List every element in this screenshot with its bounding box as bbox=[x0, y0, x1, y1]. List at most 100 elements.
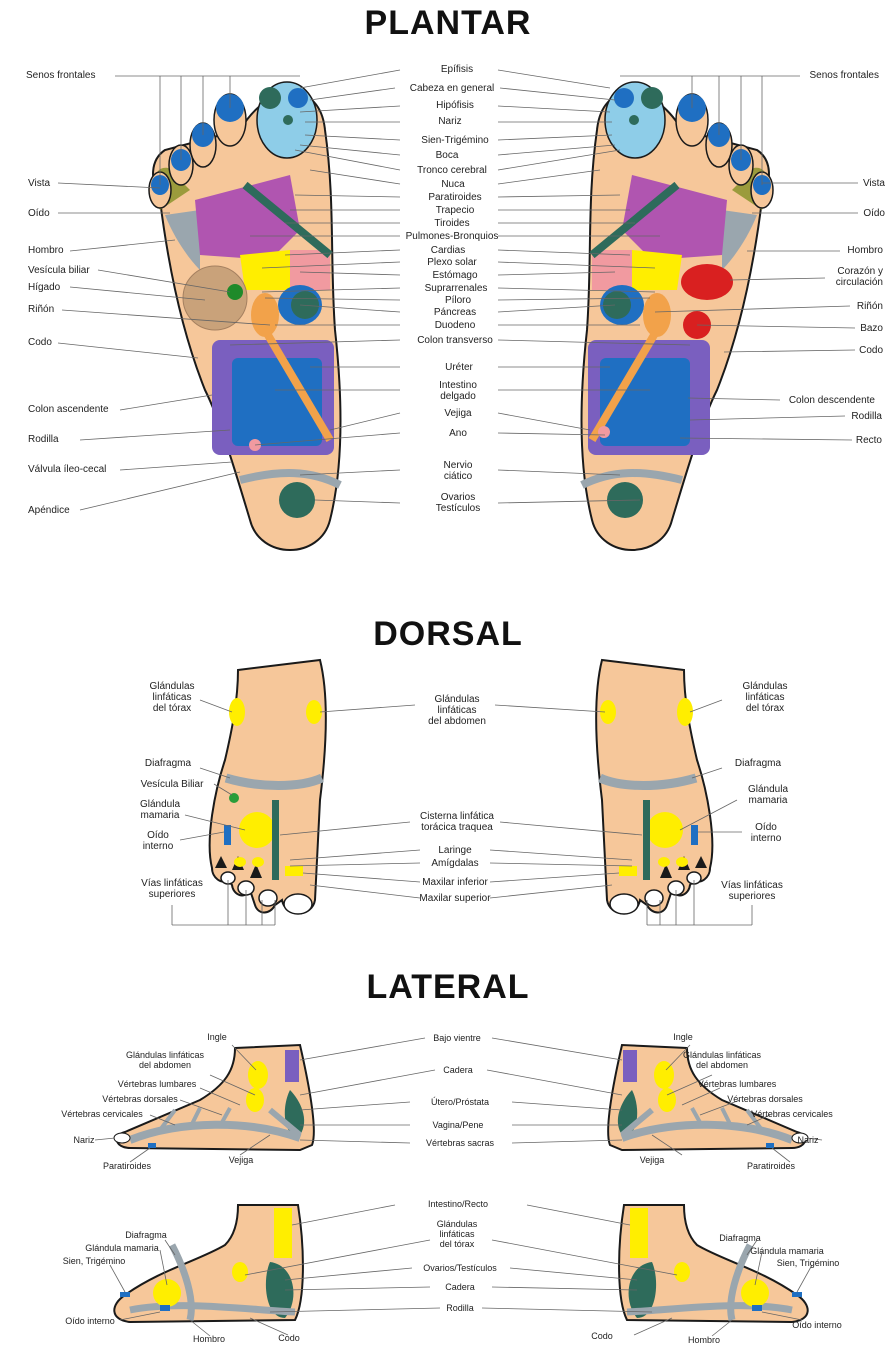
label-dorsal-maxilar-superior: Maxilar superior bbox=[419, 893, 490, 904]
label-lat-bl-codo: Codo bbox=[278, 1333, 300, 1343]
label-lat-tl-glandulas: Glándulas linfáticas del abdomen bbox=[126, 1050, 204, 1070]
label-right-vista: Vista bbox=[863, 178, 885, 189]
label-dorsal-left-oido-interno: Oído interno bbox=[143, 830, 174, 852]
label-lat-tr-lumbares: Vértebras lumbares bbox=[698, 1079, 777, 1089]
label-lat-tl-paratiroides: Paratiroides bbox=[103, 1161, 151, 1171]
label-right-oido: Oído bbox=[863, 208, 885, 219]
label-lat-tr-paratiroides: Paratiroides bbox=[747, 1161, 795, 1171]
label-duodeno: Duodeno bbox=[435, 320, 476, 331]
label-lat-bl-glandula-mamaria: Glándula mamaria bbox=[85, 1243, 159, 1253]
label-right-codo: Codo bbox=[859, 345, 883, 356]
label-tronco: Tronco cerebral bbox=[417, 165, 487, 176]
label-left-oido: Oído bbox=[28, 208, 50, 219]
label-lat-tl-vejiga: Vejiga bbox=[229, 1155, 254, 1165]
label-lat-intestino-recto: Intestino/Recto bbox=[428, 1199, 488, 1209]
label-lat-tr-nariz: Nariz bbox=[797, 1135, 818, 1145]
label-lat-tr-vejiga: Vejiga bbox=[640, 1155, 665, 1165]
label-boca: Boca bbox=[436, 150, 459, 161]
label-right-colon-descendente: Colon descendente bbox=[789, 395, 875, 406]
label-right-recto: Recto bbox=[856, 435, 882, 446]
lateral-bottom-left-foot bbox=[114, 1205, 303, 1322]
label-lat-tr-cervicales: Vértebras cervicales bbox=[751, 1109, 833, 1119]
label-dorsal-left-vias: Vías linfáticas superiores bbox=[141, 878, 203, 900]
label-lat-br-diafragma: Diafragma bbox=[719, 1233, 761, 1243]
label-tiroides: Tiroides bbox=[434, 218, 469, 229]
label-lat-vagina: Vagina/Pene bbox=[433, 1120, 484, 1130]
label-intestino-delgado: Intestino delgado bbox=[439, 380, 477, 402]
label-paratiroides: Paratiroides bbox=[428, 192, 481, 203]
label-plexo-solar: Plexo solar bbox=[427, 257, 476, 268]
label-ureter: Uréter bbox=[445, 362, 473, 373]
label-right-senos-frontales: Senos frontales bbox=[810, 70, 880, 81]
label-lat-cadera-2: Cadera bbox=[445, 1282, 475, 1292]
label-dorsal-laringe: Laringe bbox=[438, 845, 471, 856]
label-dorsal-left-diafragma: Diafragma bbox=[145, 758, 191, 769]
label-dorsal-right-glandulas-torax: Glándulas linfáticas del tórax bbox=[742, 681, 787, 714]
label-ano: Ano bbox=[449, 428, 467, 439]
label-right-hombro: Hombro bbox=[847, 245, 883, 256]
label-dorsal-amigdalas: Amígdalas bbox=[431, 858, 478, 869]
label-lat-br-glandula-mamaria: Glándula mamaria bbox=[750, 1246, 824, 1256]
label-right-bazo: Bazo bbox=[860, 323, 883, 334]
label-lat-tl-lumbares: Vértebras lumbares bbox=[118, 1079, 197, 1089]
label-right-rodilla: Rodilla bbox=[851, 411, 882, 422]
label-ovarios-testiculos: Ovarios Testículos bbox=[436, 492, 480, 514]
label-lat-utero: Útero/Próstata bbox=[431, 1097, 489, 1107]
label-lat-bl-diafragma: Diafragma bbox=[125, 1230, 167, 1240]
label-lat-br-codo: Codo bbox=[591, 1331, 613, 1341]
label-dorsal-right-oido-interno: Oído interno bbox=[751, 822, 782, 844]
label-dorsal-glandulas-abdomen: Glándulas linfáticas del abdomen bbox=[428, 694, 486, 727]
label-lat-tl-cervicales: Vértebras cervicales bbox=[61, 1109, 143, 1119]
label-nervio-ciatico: Nervio ciático bbox=[444, 460, 473, 482]
label-left-colon-ascendente: Colon ascendente bbox=[28, 404, 109, 415]
label-lat-bl-sien: Sien, Trigémino bbox=[63, 1256, 126, 1266]
label-dorsal-right-vias: Vías linfáticas superiores bbox=[721, 880, 783, 902]
dorsal-right-foot bbox=[596, 660, 712, 914]
label-lat-tr-dorsales: Vértebras dorsales bbox=[727, 1094, 803, 1104]
label-lat-vertebras-sacras: Vértebras sacras bbox=[426, 1138, 494, 1148]
label-epifisis: Epífisis bbox=[441, 64, 473, 75]
label-lat-tl-ingle: Ingle bbox=[207, 1032, 227, 1042]
label-estomago: Estómago bbox=[432, 270, 477, 281]
label-left-senos-frontales: Senos frontales bbox=[26, 70, 96, 81]
label-lat-bl-oido-interno: Oído interno bbox=[65, 1316, 115, 1326]
plantar-left-foot bbox=[149, 82, 340, 550]
label-cabeza: Cabeza en general bbox=[410, 83, 495, 94]
label-right-rinon: Riñón bbox=[857, 301, 883, 312]
label-pulmones: Pulmones-Bronquios bbox=[406, 231, 499, 242]
dorsal-left-foot bbox=[210, 660, 326, 914]
label-left-rodilla: Rodilla bbox=[28, 434, 59, 445]
label-dorsal-maxilar-inferior: Maxilar inferior bbox=[422, 877, 488, 888]
label-hipofisis: Hipófisis bbox=[436, 100, 474, 111]
label-lat-br-oido-interno: Oído interno bbox=[792, 1320, 842, 1330]
label-lat-bajo-vientre: Bajo vientre bbox=[433, 1033, 481, 1043]
label-dorsal-left-glandulas-torax: Glándulas linfáticas del tórax bbox=[149, 681, 194, 714]
label-trapecio: Trapecio bbox=[436, 205, 475, 216]
label-dorsal-left-vesicula: Vesícula Biliar bbox=[141, 779, 204, 790]
label-vejiga: Vejiga bbox=[444, 408, 471, 419]
label-nuca: Nuca bbox=[441, 179, 464, 190]
label-lat-bl-hombro: Hombro bbox=[193, 1334, 225, 1344]
label-piloro: Píloro bbox=[445, 295, 471, 306]
label-suprarrenales: Suprarrenales bbox=[425, 283, 488, 294]
label-lat-br-hombro: Hombro bbox=[688, 1335, 720, 1345]
label-colon-transverso: Colon transverso bbox=[417, 335, 493, 346]
label-lat-cadera: Cadera bbox=[443, 1065, 473, 1075]
label-lat-tr-glandulas: Glándulas linfáticas del abdomen bbox=[683, 1050, 761, 1070]
label-lat-br-sien: Sien, Trigémino bbox=[777, 1258, 840, 1268]
label-left-vesicula: Vesícula biliar bbox=[28, 265, 90, 276]
label-dorsal-cisterna: Cisterna linfática torácica traquea bbox=[420, 811, 494, 833]
label-lat-tl-nariz: Nariz bbox=[73, 1135, 94, 1145]
plantar-right-foot bbox=[582, 82, 773, 550]
label-nariz: Nariz bbox=[438, 116, 461, 127]
label-lat-glandulas-torax: Glándulas linfáticas del tórax bbox=[437, 1219, 478, 1249]
label-left-higado: Hígado bbox=[28, 282, 60, 293]
label-lat-ovarios: Ovarios/Testículos bbox=[423, 1263, 497, 1273]
label-lat-tr-ingle: Ingle bbox=[673, 1032, 693, 1042]
label-sien: Sien-Trigémino bbox=[421, 135, 488, 146]
label-dorsal-right-glandula-mamaria: Glándula mamaria bbox=[748, 784, 788, 806]
label-dorsal-left-glandula-mamaria: Glándula mamaria bbox=[140, 799, 180, 821]
label-left-codo: Codo bbox=[28, 337, 52, 348]
label-cardias: Cardias bbox=[431, 245, 465, 256]
